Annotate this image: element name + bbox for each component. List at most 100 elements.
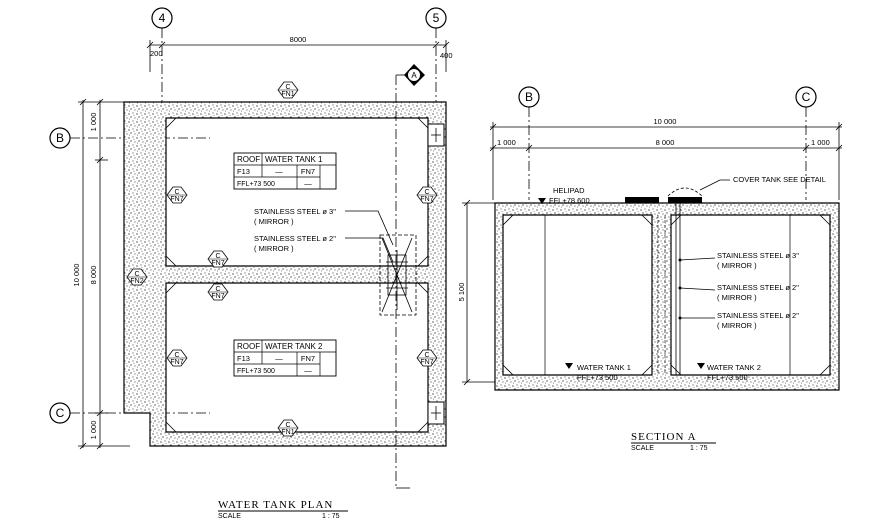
tag-c-fn1-bottom: C FN1 <box>277 419 299 437</box>
dim-8000: 8000 <box>290 35 307 44</box>
section-cut-line <box>395 74 410 489</box>
tag-c-fn7-left-lower: C FN7 <box>166 349 188 367</box>
svg-text:FFL+73 500: FFL+73 500 <box>237 181 275 188</box>
section-steel-2-label-1: STAINLESS STEEL ø 2" <box>717 283 799 292</box>
dim-200: 200 <box>150 49 163 58</box>
svg-text:FN7: FN7 <box>211 260 224 267</box>
svg-text:C: C <box>285 84 290 91</box>
svg-text:FN7: FN7 <box>211 293 224 300</box>
section-dim-8000: 8 000 <box>656 138 675 147</box>
section-steel-3-label: STAINLESS STEEL ø 3" <box>717 251 799 260</box>
section-grid-C-bubble: C <box>795 86 817 108</box>
grid-5-bubble: 5 <box>425 7 447 29</box>
grid-4-bubble: 4 <box>151 7 173 29</box>
water-tank-plan: 4 5 B C 200 <box>49 7 453 520</box>
plan-mirror-label-2: ( MIRROR ) <box>254 244 294 253</box>
svg-text:FN2: FN2 <box>130 278 143 285</box>
svg-text:—: — <box>275 167 283 176</box>
grid-C-bubble: C <box>49 402 71 424</box>
svg-text:C: C <box>134 271 139 278</box>
plan-left-dimensions <box>78 98 130 450</box>
section-tank-2-level: FFL+73 500 <box>707 373 748 382</box>
section-mirror-label-2: ( MIRROR ) <box>717 293 757 302</box>
section-dimensions <box>462 122 843 386</box>
svg-text:FN1: FN1 <box>281 429 294 436</box>
section-title: SECTION A <box>631 431 697 443</box>
svg-text:4: 4 <box>159 11 166 25</box>
svg-text:FN7: FN7 <box>170 196 183 203</box>
svg-text:FFL+73 500: FFL+73 500 <box>237 368 275 375</box>
plan-scale-label: SCALE <box>218 513 241 520</box>
svg-text:WATER TANK 1: WATER TANK 1 <box>265 155 323 164</box>
section-dim-1000-right: 1 000 <box>811 138 830 147</box>
manhole-top <box>427 123 445 147</box>
section-dim-1000-left: 1 000 <box>497 138 516 147</box>
section-scale-label: SCALE <box>631 445 654 452</box>
svg-text:C: C <box>802 90 811 104</box>
plan-steel-3-label: STAINLESS STEEL ø 3" <box>254 207 336 216</box>
tag-c-fn7-left-upper: C FN7 <box>166 186 188 204</box>
plan-steel-2-label: STAINLESS STEEL ø 2" <box>254 234 336 243</box>
tag-c-fn7-right-upper: C FN7 <box>416 186 438 204</box>
stainless-steel-pipes <box>379 234 417 316</box>
section-grid-B-bubble: B <box>518 86 540 108</box>
section-grid-lines <box>528 107 807 200</box>
svg-text:A: A <box>411 71 417 80</box>
section-level-markers <box>538 198 705 369</box>
dim-1000-top: 1 000 <box>89 113 98 132</box>
room-table-tank-2: ROOF WATER TANK 2 F13 — FN7 FFL+73 500 — <box>233 339 337 377</box>
dim-1000-bottom: 1 000 <box>89 421 98 440</box>
section-a: B C 10 000 1 000 <box>457 86 843 452</box>
svg-text:C: C <box>174 352 179 359</box>
section-mirror-label-3: ( MIRROR ) <box>717 321 757 330</box>
section-tank-1-label: WATER TANK 1 <box>577 363 631 372</box>
plan-scale-value: 1 : 75 <box>322 513 340 520</box>
manhole-bottom <box>427 401 445 425</box>
svg-text:FN7: FN7 <box>170 359 183 366</box>
section-scale-value: 1 : 75 <box>690 445 708 452</box>
svg-text:FN7: FN7 <box>301 354 315 363</box>
svg-text:—: — <box>304 179 312 188</box>
svg-text:B: B <box>525 90 533 104</box>
tag-c-fn7-mid-bottom: C FN7 <box>207 283 229 301</box>
plan-mirror-label-1: ( MIRROR ) <box>254 217 294 226</box>
svg-text:WATER TANK 2: WATER TANK 2 <box>265 342 323 351</box>
svg-text:FN1: FN1 <box>281 91 294 98</box>
plan-tank-walls <box>123 101 447 447</box>
svg-text:FN7: FN7 <box>420 196 433 203</box>
svg-text:C: C <box>424 352 429 359</box>
plan-top-dimension <box>146 40 450 72</box>
svg-text:—: — <box>275 354 283 363</box>
svg-text:5: 5 <box>433 11 440 25</box>
room-table-tank-1: ROOF WATER TANK 1 F13 — FN7 FFL+73 500 — <box>233 152 337 190</box>
tag-c-fn2-left: C FN2 <box>126 268 148 286</box>
tag-c-fn1-top: C FN1 <box>277 81 299 99</box>
svg-text:B: B <box>56 131 64 145</box>
svg-text:C: C <box>285 422 290 429</box>
section-mirror-label-1: ( MIRROR ) <box>717 261 757 270</box>
section-tank-2-label: WATER TANK 2 <box>707 363 761 372</box>
svg-text:C: C <box>56 406 65 420</box>
dim-10000-vertical: 10 000 <box>72 264 81 287</box>
section-tank-1-level: FFL+73 500 <box>577 373 618 382</box>
section-tank-walls <box>494 202 840 391</box>
svg-text:ROOF: ROOF <box>237 342 260 351</box>
helipad-level: FFL+78 600 <box>549 196 590 205</box>
section-leaders <box>679 179 730 319</box>
plan-title: WATER TANK PLAN <box>218 499 333 511</box>
svg-text:—: — <box>304 366 312 375</box>
tag-c-fn7-mid-top: C FN7 <box>207 250 229 268</box>
svg-text:C: C <box>215 286 220 293</box>
grid-B-bubble: B <box>49 127 71 149</box>
helipad-label: HELIPAD <box>553 186 585 195</box>
svg-text:F13: F13 <box>237 167 250 176</box>
section-cover-label: COVER TANK SEE DETAIL <box>733 175 826 184</box>
section-a-marker: A <box>404 64 425 86</box>
svg-text:F13: F13 <box>237 354 250 363</box>
section-dim-5100: 5 100 <box>457 283 466 302</box>
plan-inner-chamfers <box>165 117 429 433</box>
dim-400: 400 <box>440 51 453 60</box>
svg-text:FN7: FN7 <box>301 167 315 176</box>
section-dim-10000: 10 000 <box>654 117 677 126</box>
